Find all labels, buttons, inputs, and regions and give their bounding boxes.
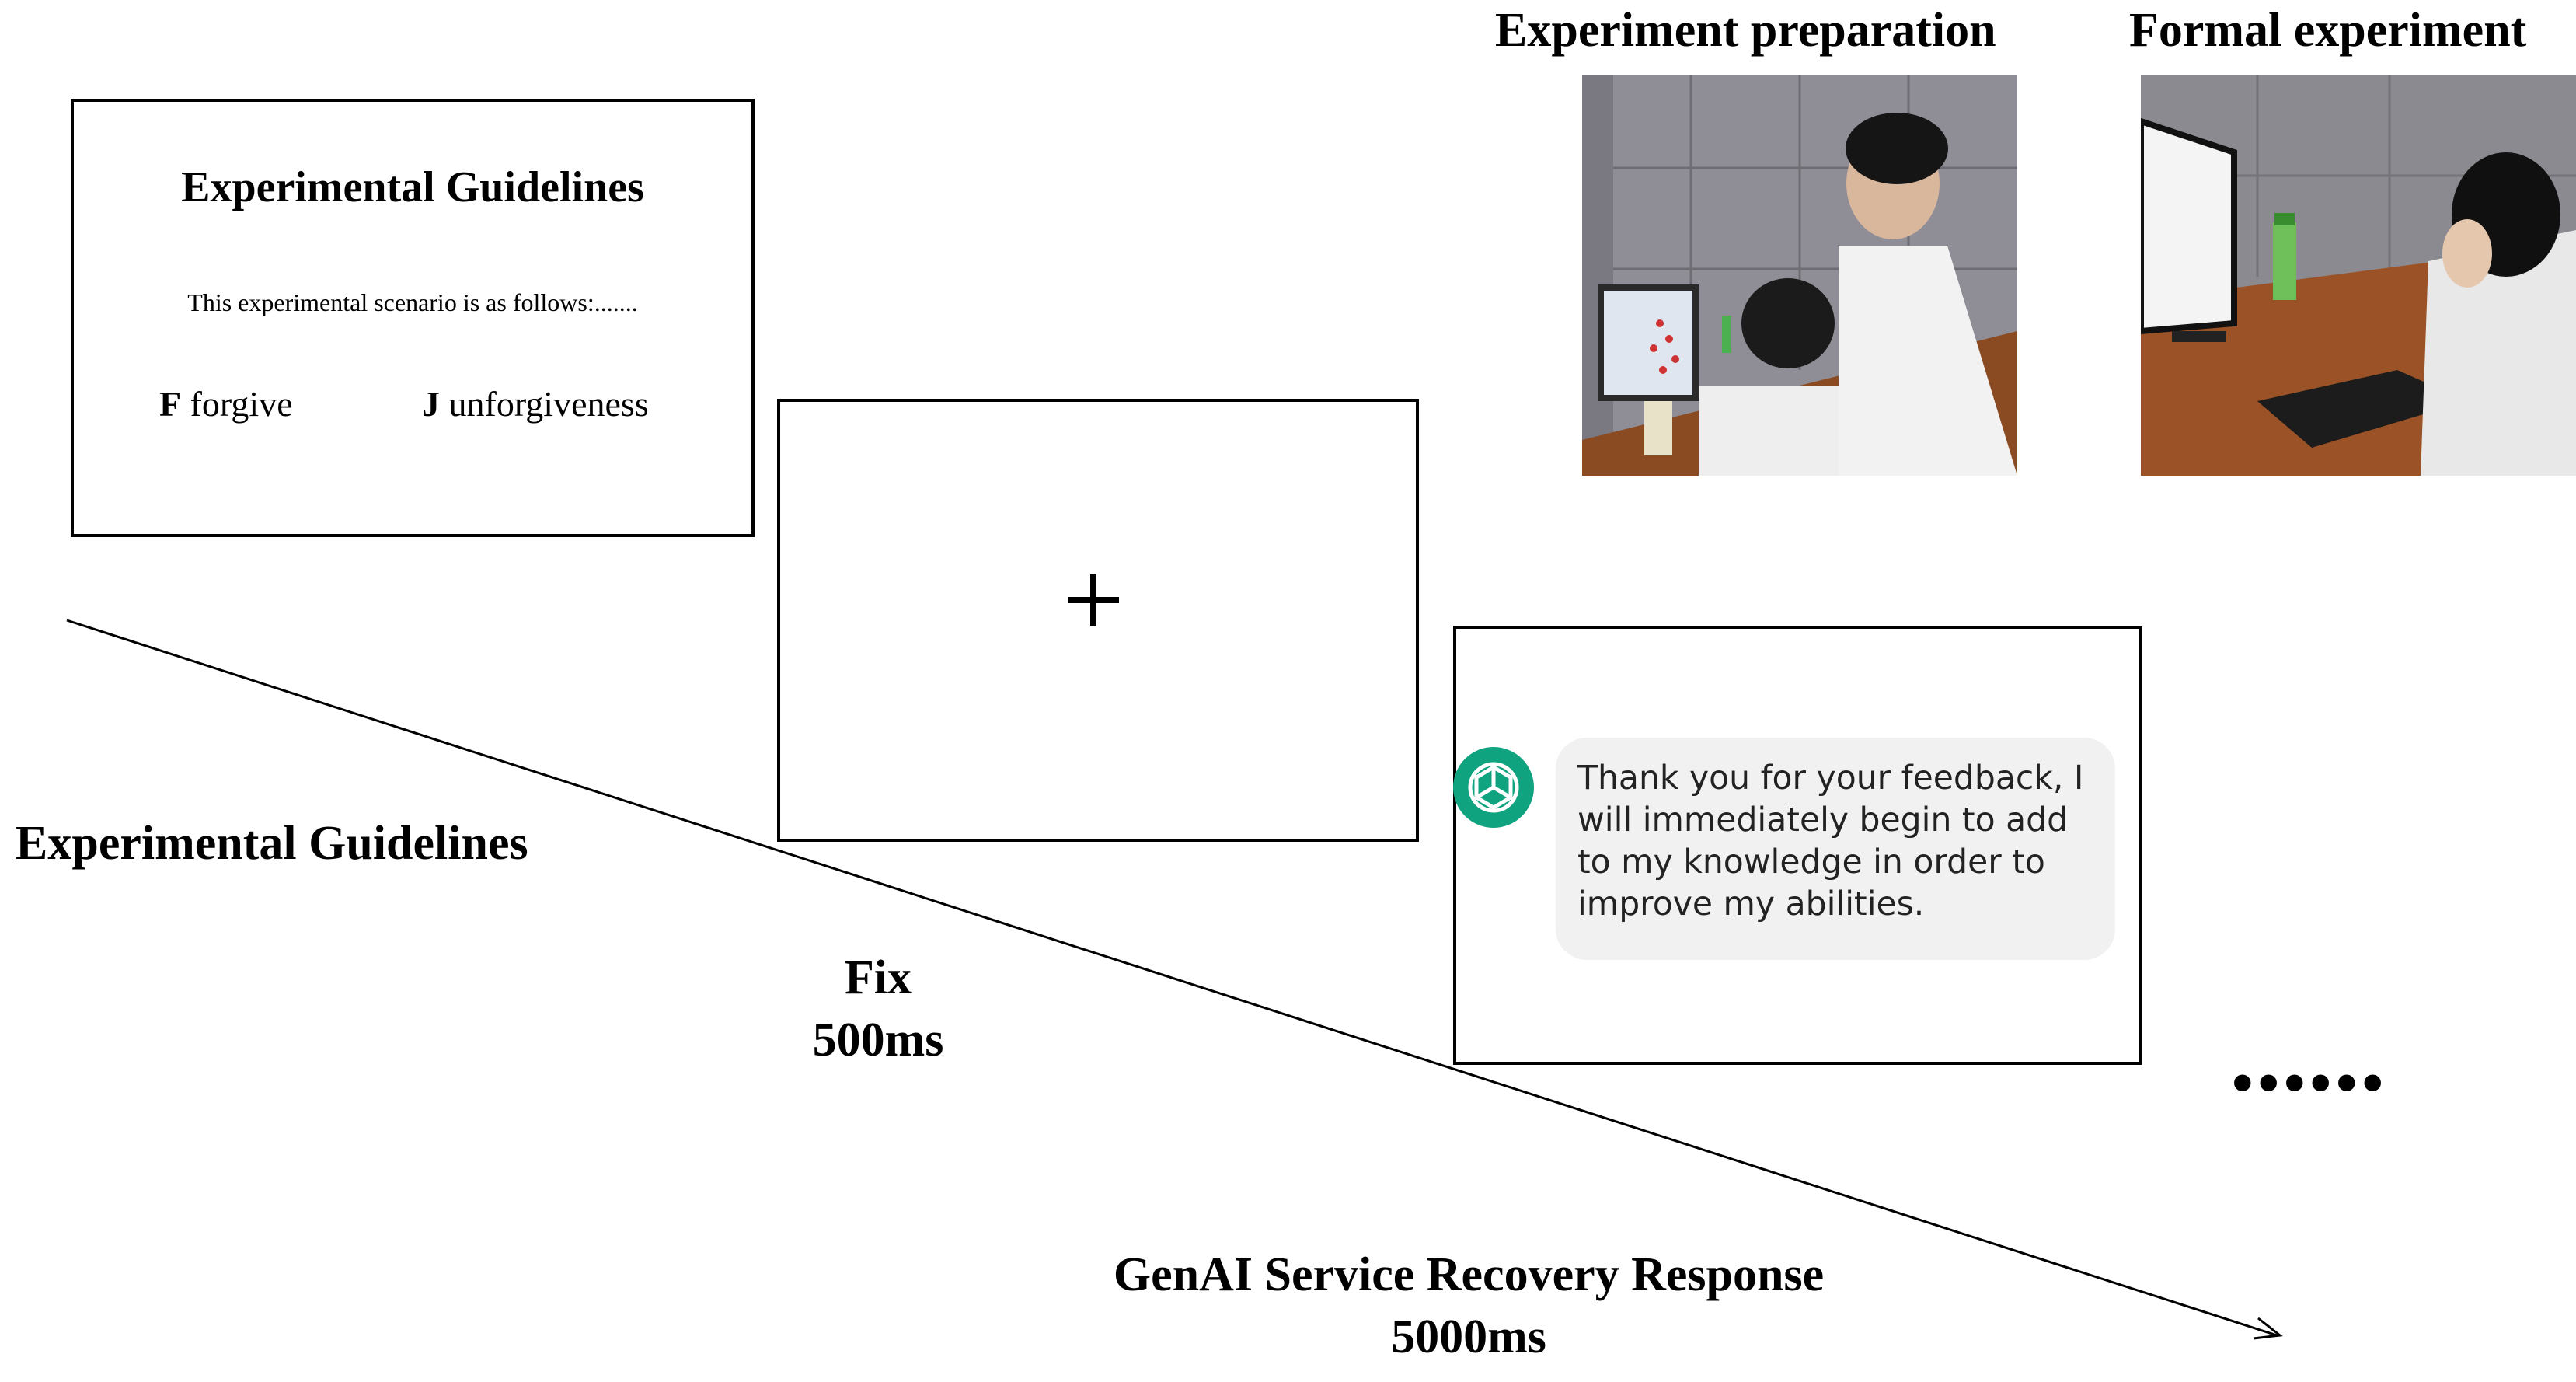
step-fix-name: Fix (844, 951, 912, 1004)
message-line: Thank you for your feedback, I (1577, 759, 2084, 797)
key-f-instruction: F forgive (159, 383, 293, 424)
timeline-arrowhead (2253, 1317, 2283, 1340)
message-line: improve my abilities. (1577, 885, 1925, 923)
fixation-screen (777, 399, 1419, 842)
guidelines-screen: Experimental Guidelines This experimenta… (71, 99, 755, 537)
chat-message-bubble: Thank you for your feedback, I will imme… (1556, 738, 2115, 960)
message-line: to my knowledge in order to (1577, 843, 2045, 881)
fixation-cross (1068, 574, 1119, 626)
key-j-label: unforgiveness (440, 384, 649, 424)
experiment-preparation-photo (1582, 75, 2017, 476)
openai-logo-icon (1453, 747, 1534, 828)
key-f-letter: F (159, 384, 182, 424)
step-label-fix: Fix 500ms (800, 947, 956, 1071)
formal-photo-title: Formal experiment (2129, 4, 2527, 57)
genai-response-screen: Thank you for your feedback, I will imme… (1453, 626, 2142, 1065)
continuation-dots: •••••• (2230, 1045, 2387, 1122)
guidelines-scenario-text: This experimental scenario is as follows… (187, 288, 638, 316)
step-response-duration: 5000ms (1391, 1310, 1546, 1363)
key-j-instruction: J unforgiveness (422, 383, 649, 424)
fixation-cross-vertical (1090, 574, 1096, 626)
key-f-label: forgive (181, 384, 293, 424)
step-response-name: GenAI Service Recovery Response (1113, 1248, 1825, 1301)
guidelines-screen-title: Experimental Guidelines (181, 163, 644, 211)
prep-photo-title: Experiment preparation (1495, 4, 1996, 57)
formal-experiment-photo (2141, 75, 2576, 476)
key-j-letter: J (422, 384, 440, 424)
timeline-line (66, 619, 2278, 1337)
step-fix-duration: 500ms (812, 1014, 944, 1066)
message-line: will immediately begin to add (1577, 801, 2069, 839)
step-label-guidelines: Experimental Guidelines (16, 817, 528, 870)
step-label-response: GenAI Service Recovery Response 5000ms (1072, 1244, 1865, 1368)
